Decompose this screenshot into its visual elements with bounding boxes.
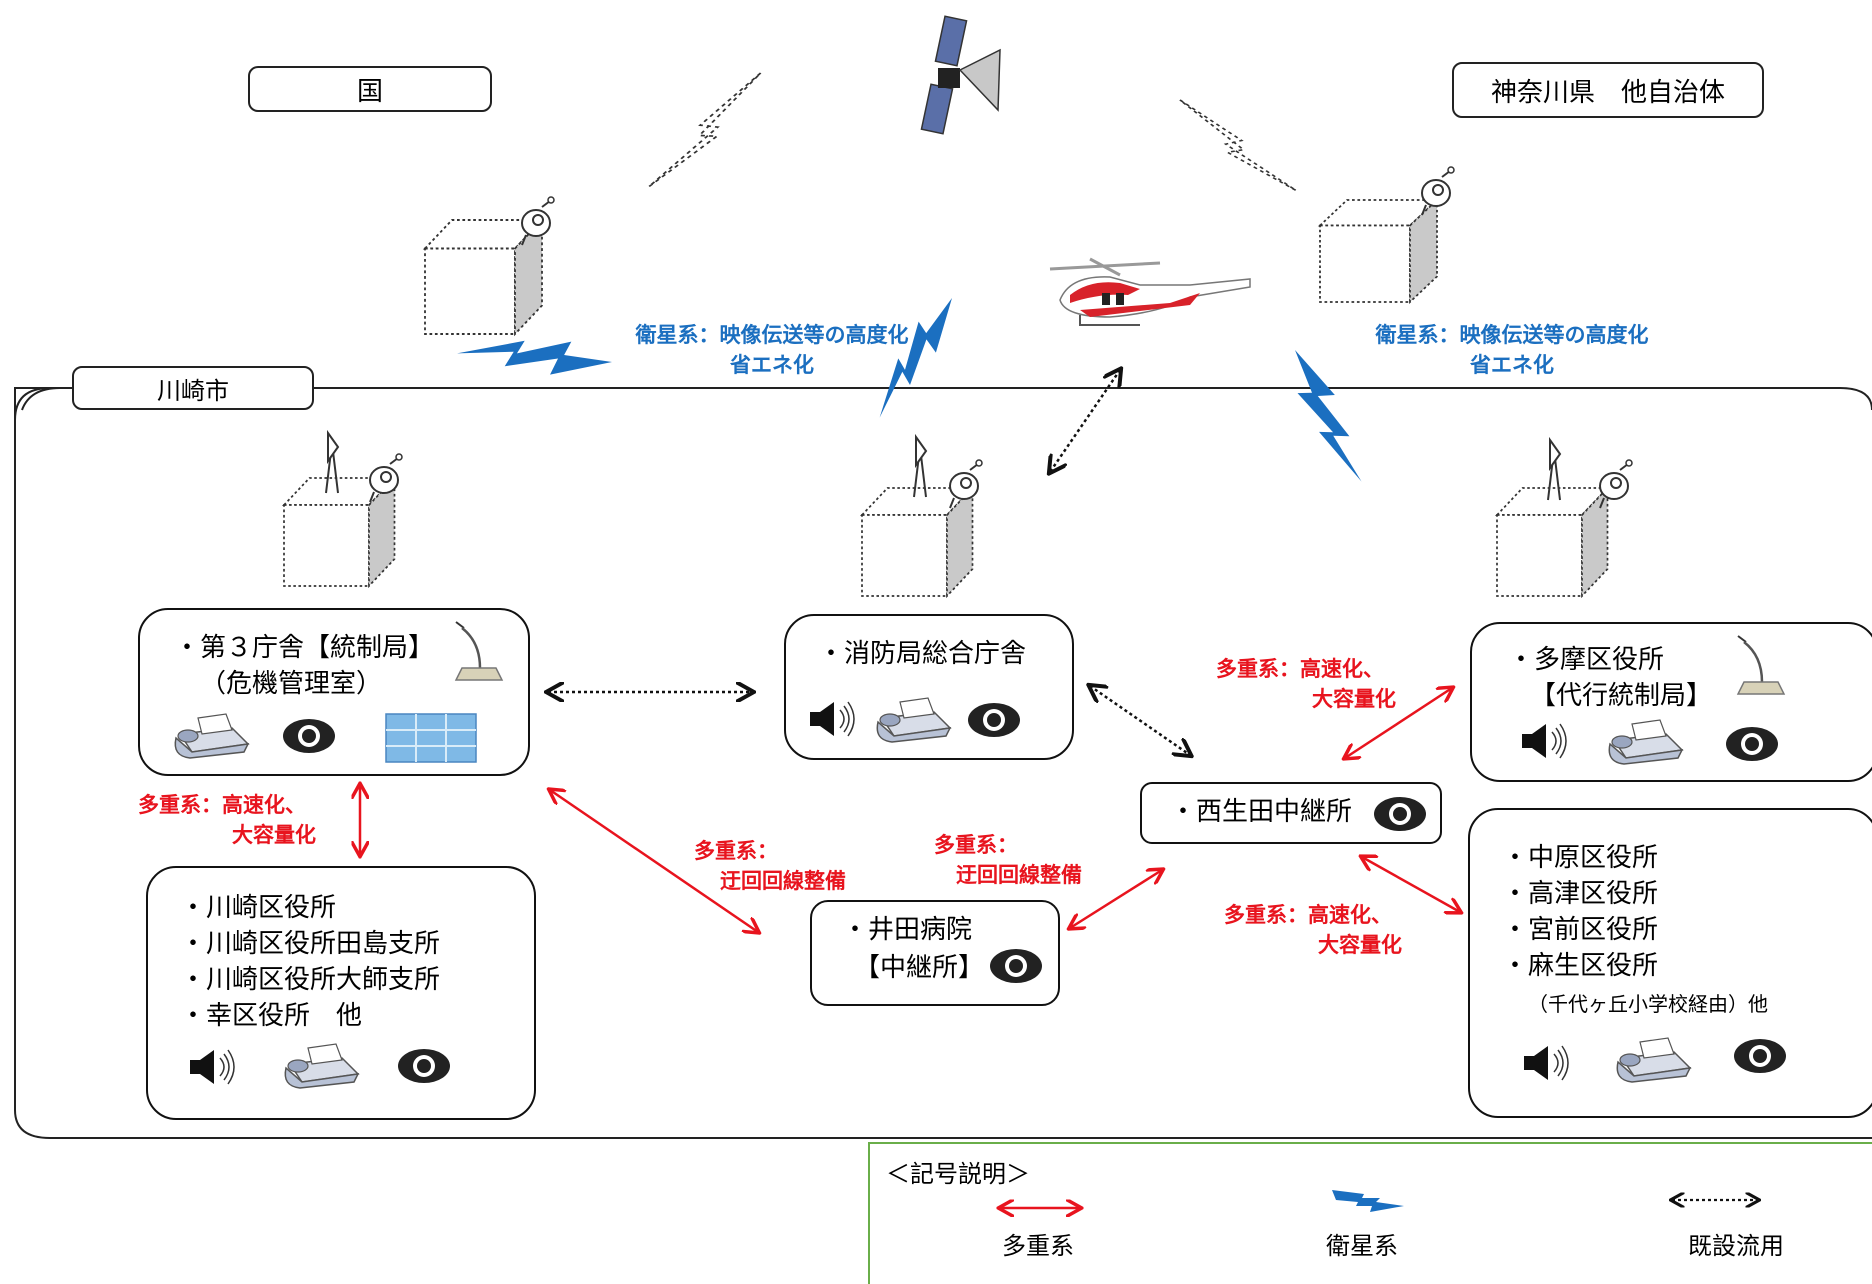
building-hq-icon <box>283 477 396 587</box>
node-fire-line1: ・消防局総合庁舎 <box>818 639 1027 669</box>
red-note-lower-right-line2: 大容量化 <box>1318 933 1402 957</box>
red-note-left: 多重系：高速化、 大容量化 <box>138 790 316 850</box>
node-north-line2: ・高津区役所 <box>1502 879 1659 909</box>
satellite-note-right-line2: 省エネ化 <box>1470 353 1554 377</box>
red-note-mid-right: 多重系： 迂回回線整備 <box>934 830 1082 890</box>
red-note-upper-right: 多重系：高速化、 大容量化 <box>1216 654 1396 714</box>
legend-multiplex-label: 多重系 <box>1002 1232 1074 1260</box>
red-note-upper-right-line2: 大容量化 <box>1312 687 1396 711</box>
prefecture-label-text: 神奈川県 他自治体 <box>1490 77 1725 108</box>
legend-satellite-label: 衛星系 <box>1326 1232 1398 1260</box>
legend-title: ＜記号説明＞ <box>886 1160 1030 1188</box>
national-label-text: 国 <box>356 76 383 107</box>
node-north-line1: ・中原区役所 <box>1502 843 1659 873</box>
node-north-line3: ・宮前区役所 <box>1502 915 1659 945</box>
red-note-mid-left-line1: 多重系： <box>694 839 778 863</box>
red-note-lower-right: 多重系：高速化、 大容量化 <box>1224 900 1402 960</box>
red-note-left-line2: 大容量化 <box>232 823 316 847</box>
red-note-lower-right-line1: 多重系：高速化、 <box>1224 903 1392 927</box>
node-ida: ・井田病院 【中継所】 <box>810 900 1060 1006</box>
legend-symbols <box>870 1190 1872 1284</box>
building-prefecture-icon <box>1319 199 1438 303</box>
node-north-wards: ・中原区役所 ・高津区役所 ・宮前区役所 ・麻生区役所 （千代ヶ丘小学校経由）他 <box>1468 808 1872 1118</box>
red-note-upper-right-line1: 多重系：高速化、 <box>1216 657 1384 681</box>
red-note-left-line1: 多重系：高速化、 <box>138 793 306 817</box>
node-tama-line2: 【代行統制局】 <box>1530 681 1713 711</box>
dashed-link-left-icon <box>629 71 780 188</box>
node-hq-line1: ・第３庁舎【統制局】 <box>174 633 435 663</box>
city-label-text: 川崎市 <box>157 376 229 405</box>
legend-existing-label: 既設流用 <box>1688 1232 1784 1260</box>
node-hq-line2: （危機管理室） <box>200 669 383 699</box>
node-ida-line1: ・井田病院 <box>842 915 973 945</box>
red-note-mid-left: 多重系： 迂回回線整備 <box>694 836 846 896</box>
red-note-mid-right-line2: 迂回回線整備 <box>956 863 1082 887</box>
node-ida-line2: 【中継所】 <box>854 953 985 983</box>
node-tama-line1: ・多摩区役所 <box>1508 645 1665 675</box>
building-fire-icon <box>861 487 974 597</box>
satellite-icon <box>920 15 1001 135</box>
node-kawasaki-line3: ・川崎区役所大師支所 <box>180 965 441 995</box>
node-tama: ・多摩区役所 【代行統制局】 <box>1470 622 1872 782</box>
building-tama-icon <box>1496 487 1609 597</box>
helicopter-icon <box>1049 257 1251 326</box>
prefecture-label: 神奈川県 他自治体 <box>1452 62 1764 118</box>
node-fire: ・消防局総合庁舎 <box>784 614 1074 760</box>
node-hq: ・第３庁舎【統制局】 （危機管理室） <box>138 608 530 776</box>
legend-satellite-icon <box>1332 1190 1404 1212</box>
national-label: 国 <box>248 66 492 112</box>
node-north-note: （千代ヶ丘小学校経由）他 <box>1528 992 1768 1016</box>
node-nishi-line1: ・西生田中継所 <box>1170 797 1353 827</box>
satellite-note-left-line1: 衛星系：映像伝送等の高度化 <box>635 323 909 347</box>
red-note-mid-left-line2: 迂回回線整備 <box>720 869 846 893</box>
satellite-note-left: 衛星系：映像伝送等の高度化 省エネ化 <box>612 320 932 380</box>
node-north-line4: ・麻生区役所 <box>1502 951 1659 981</box>
dashed-link-right-icon <box>1172 99 1305 192</box>
satellite-note-right-line1: 衛星系：映像伝送等の高度化 <box>1375 323 1649 347</box>
city-label: 川崎市 <box>72 366 314 410</box>
node-nishi: ・西生田中継所 <box>1140 782 1442 844</box>
legend: ＜記号説明＞ 多重系 衛星系 既設流用 <box>868 1142 1872 1284</box>
node-kawasaki-line1: ・川崎区役所 <box>180 893 337 923</box>
node-kawasaki-line4: ・幸区役所 他 <box>180 1001 363 1031</box>
node-kawasaki-line2: ・川崎区役所田島支所 <box>180 929 441 959</box>
satellite-note-left-line2: 省エネ化 <box>730 353 814 377</box>
red-note-mid-right-line1: 多重系： <box>934 833 1018 857</box>
satellite-note-right: 衛星系：映像伝送等の高度化 省エネ化 <box>1352 320 1672 380</box>
node-kawasaki-wards: ・川崎区役所 ・川崎区役所田島支所 ・川崎区役所大師支所 ・幸区役所 他 <box>146 866 536 1120</box>
